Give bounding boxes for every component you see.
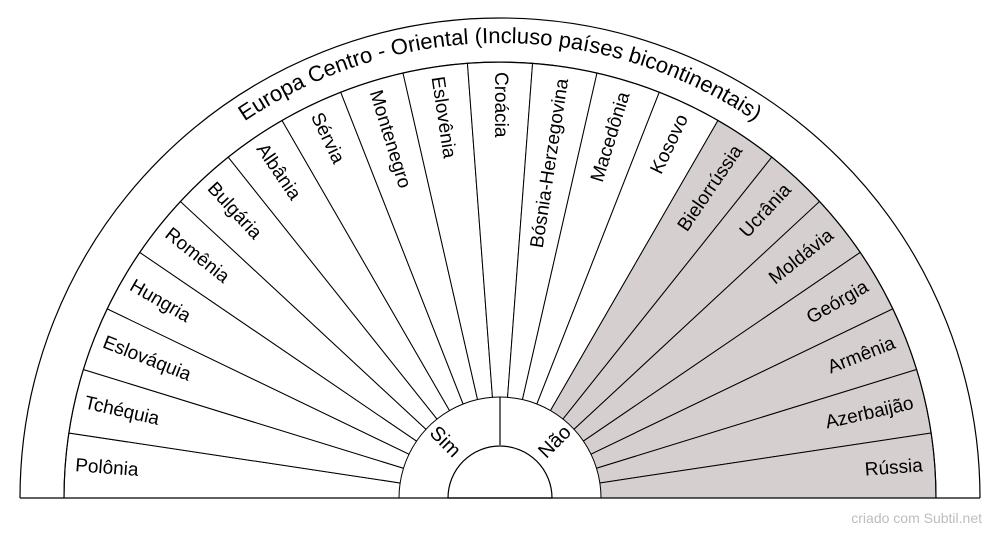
- sector-label: Rússia: [864, 455, 924, 480]
- nao-label: Não: [534, 421, 576, 463]
- credit-text: criado com Subtil.net: [851, 510, 982, 526]
- inner-arc: [63, 61, 937, 499]
- outer-arc: [19, 17, 981, 499]
- center-semicircle: [447, 445, 553, 499]
- sector-label: Croácia: [490, 72, 511, 138]
- sim-label: Sim: [425, 422, 465, 462]
- sectors-group: [63, 61, 937, 499]
- sector-label: Polônia: [74, 455, 139, 481]
- chart-frame: [19, 17, 981, 499]
